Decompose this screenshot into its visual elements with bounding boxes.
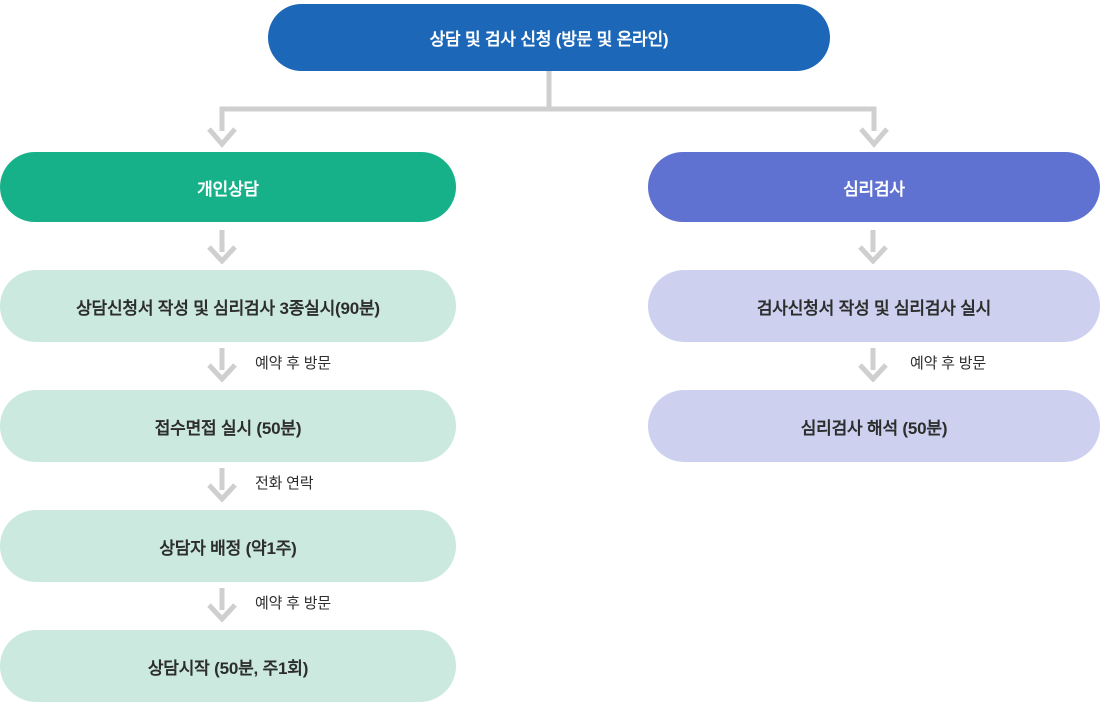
branch-header-label: 개인상담: [197, 179, 259, 199]
step-label: 검사신청서 작성 및 심리검사 실시: [756, 298, 992, 318]
down-arrowhead-icon: [207, 127, 237, 148]
connector-label: 전화 연락: [255, 475, 314, 492]
step-label: 심리검사 해석 (50분): [800, 418, 948, 438]
root-pill-label: 상담 및 검사 신청 (방문 및 온라인): [429, 30, 669, 49]
step-pill: 접수면접 실시 (50분): [0, 390, 456, 462]
step-pill: 상담자 배정 (약1주): [0, 510, 456, 582]
connector-label: 예약 후 방문: [255, 355, 331, 372]
step-pill: 상담시작 (50분, 주1회): [0, 630, 456, 702]
step-pill: 상담신청서 작성 및 심리검사 3종실시(90분): [0, 270, 456, 342]
step-pill: 검사신청서 작성 및 심리검사 실시: [648, 270, 1100, 342]
step-label: 상담신청서 작성 및 심리검사 3종실시(90분): [76, 298, 380, 318]
down-arrowhead-icon: [859, 127, 889, 148]
step-label: 접수면접 실시 (50분): [154, 418, 302, 438]
down-arrow-icon: [207, 468, 237, 502]
down-arrow-icon: [207, 588, 237, 622]
step-label: 상담자 배정 (약1주): [159, 538, 297, 558]
down-arrow-icon: [858, 230, 888, 264]
branch-header-label: 심리검사: [843, 179, 905, 199]
step-pill: 심리검사 해석 (50분): [648, 390, 1100, 462]
connector-label: 예약 후 방문: [910, 355, 986, 372]
down-arrow-icon: [858, 348, 888, 382]
connector-label: 예약 후 방문: [255, 595, 331, 612]
branch-connector: [207, 71, 889, 148]
step-label: 상담시작 (50분, 주1회): [147, 658, 309, 678]
down-arrow-icon: [207, 230, 237, 264]
down-arrow-icon: [207, 348, 237, 382]
root-pill-application: 상담 및 검사 신청 (방문 및 온라인): [268, 4, 830, 71]
branch-header-individual-counseling: 개인상담: [0, 152, 456, 222]
branch-header-psychological-testing: 심리검사: [648, 152, 1100, 222]
